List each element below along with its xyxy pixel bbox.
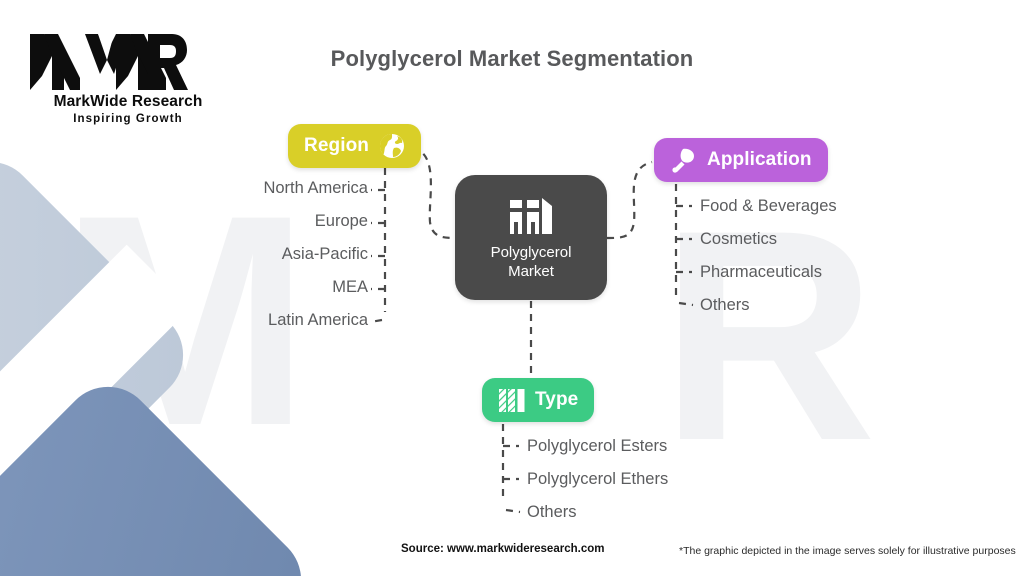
bars-icon — [498, 387, 526, 414]
center-node[interactable]: Polyglycerol Market — [455, 175, 607, 300]
list-item[interactable]: Polyglycerol Ethers — [527, 470, 669, 488]
center-node-label-line1: Polyglycerol — [490, 243, 572, 261]
list-item[interactable]: Food & Beverages — [700, 197, 837, 215]
globe-icon — [379, 133, 405, 159]
branch-items-type: Polyglycerol Esters Polyglycerol Ethers … — [527, 438, 668, 537]
branch-pill-type[interactable]: Type — [482, 378, 595, 422]
branch-pill-region[interactable]: Region — [288, 124, 421, 168]
page-title: Polyglycerol Market Segmentation — [330, 46, 694, 71]
list-item[interactable]: Pharmaceuticals — [700, 263, 822, 281]
wire-application-item-3 — [678, 301, 694, 307]
brand-logo: MarkWide Research Inspiring Growth — [28, 30, 228, 125]
factory-icon — [510, 197, 552, 234]
center-node-label-line2: Market — [508, 262, 554, 280]
logo-company-name: MarkWide Research — [53, 93, 203, 110]
list-item[interactable]: Others — [527, 503, 577, 521]
source-label: Source: www.markwideresearch.com — [401, 543, 605, 555]
list-item[interactable]: Polyglycerol Esters — [527, 437, 668, 455]
wire-region-to-center — [411, 146, 458, 240]
logo-mark-icon — [30, 34, 188, 90]
list-item[interactable]: North America — [263, 179, 368, 197]
list-item[interactable]: Asia-Pacific — [281, 245, 368, 263]
list-item[interactable]: MEA — [332, 278, 368, 296]
branch-items-region: North America Europe Asia-Pacific MEA La… — [120, 180, 368, 345]
flask-icon — [670, 147, 697, 174]
branch-items-application: Food & Beverages Cosmetics Pharmaceutica… — [700, 198, 837, 330]
logo-tagline: Inspiring Growth — [73, 113, 183, 125]
wire-region-item-4 — [369, 318, 383, 324]
branch-pill-application-label: Application — [707, 149, 812, 170]
list-item[interactable]: Europe — [314, 212, 368, 230]
branch-pill-region-label: Region — [304, 135, 369, 156]
list-item[interactable]: Others — [700, 296, 750, 314]
list-item[interactable]: Latin America — [268, 311, 368, 329]
wire-type-item-2 — [505, 508, 521, 514]
list-item[interactable]: Cosmetics — [700, 230, 778, 248]
wire-center-to-application — [606, 160, 653, 240]
center-node-label: Polyglycerol Market — [491, 244, 572, 282]
branch-pill-type-label: Type — [535, 389, 579, 410]
disclaimer-label: *The graphic depicted in the image serve… — [679, 545, 1016, 557]
branch-pill-application[interactable]: Application — [654, 138, 828, 182]
